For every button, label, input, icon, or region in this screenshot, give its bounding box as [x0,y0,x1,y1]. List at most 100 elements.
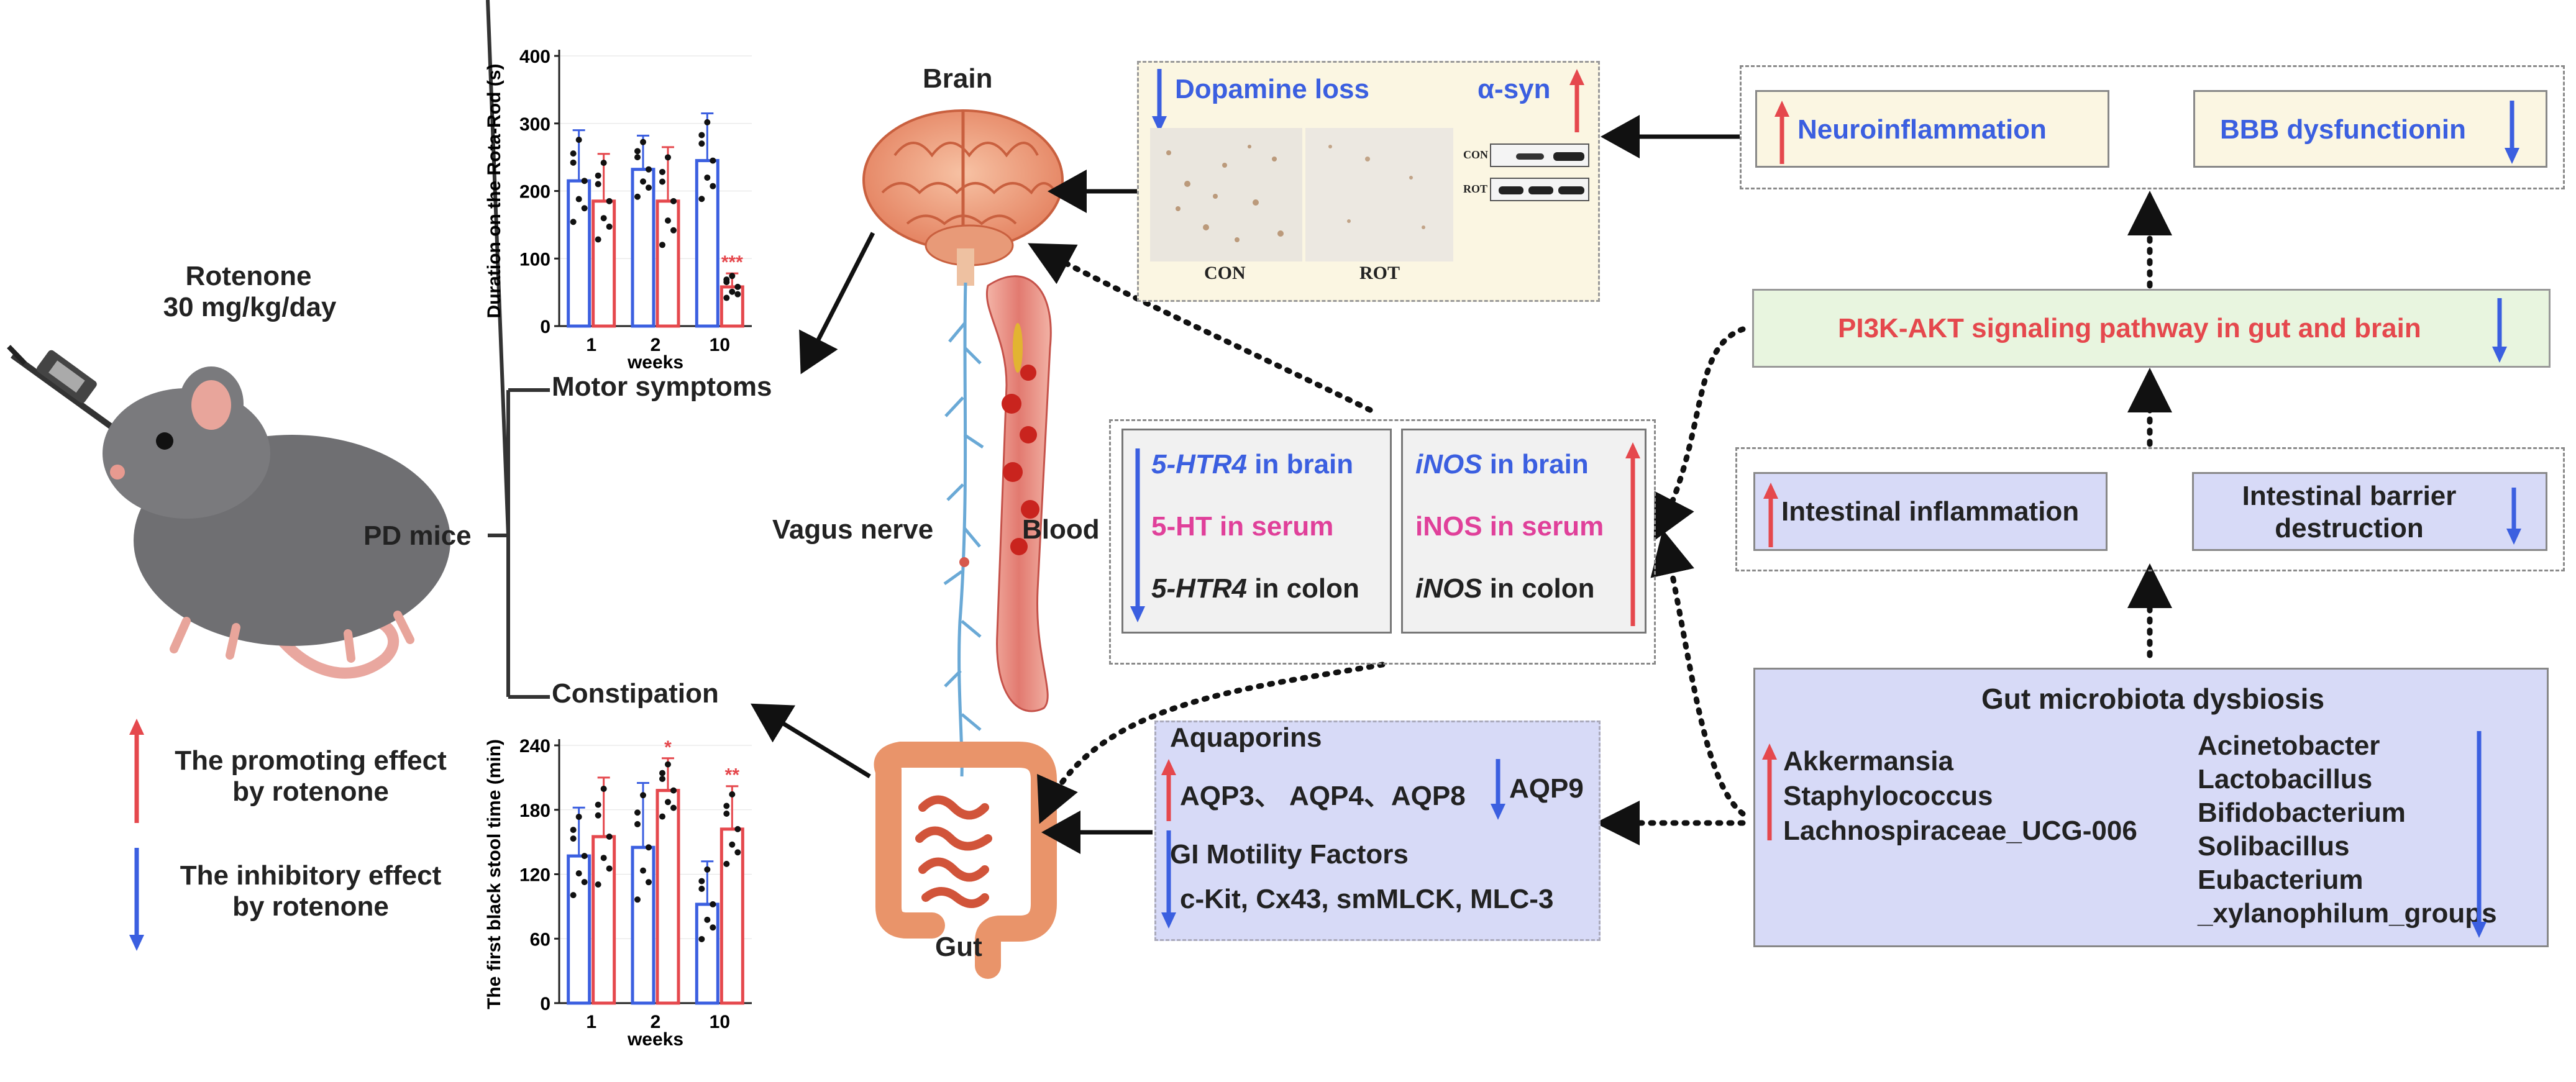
data-point [698,132,705,139]
data-point [698,878,705,884]
data-point [698,140,705,147]
solid-arrows [751,115,1740,854]
data-point [640,792,646,799]
data-point [634,148,641,155]
decreased-taxon: Lactobacillus [2198,764,2373,794]
microbiota-up-arrow [1762,743,1777,840]
con-image-label: CON [1204,263,1246,283]
data-point [659,168,665,175]
serotonin-right-row: iNOS in colon [1415,573,1594,604]
motility-down-arrow [1161,830,1176,929]
data-point [729,273,736,280]
pi3k-akt-label: PI3K-AKT signaling pathway in gut and br… [1838,313,2421,343]
bar [591,835,616,1005]
data-point [570,150,577,157]
data-point [698,935,705,942]
y-tick-label: 240 [519,736,550,757]
neuroinflammation-box: Neuroinflammation [1755,90,2109,168]
data-point [646,184,652,191]
serotonin-left-location: 5-HT in serum [1151,511,1334,542]
data-point [606,865,613,872]
inos-up-arrow [1625,442,1640,626]
data-point [600,785,607,792]
blood-label: Blood [1022,514,1100,545]
serotonin-left-gene: 5-HTR4 [1151,449,1248,480]
data-point [710,924,716,931]
histology-image-con [1150,128,1302,261]
alpha-syn-up-arrow [1569,69,1584,132]
data-point [595,812,601,819]
data-point [665,761,671,768]
data-point [723,860,730,867]
data-point [600,215,607,222]
motility-items: c-Kit, Cx43, smMLCK, MLC-3 [1180,884,1554,914]
data-point [729,791,736,798]
data-point [659,178,665,185]
data-point [581,178,588,184]
bar [591,199,616,328]
data-point [723,802,730,809]
data-point [600,160,607,166]
syringe-icon [7,345,126,439]
gut-factors-panel: Aquaporins AQP3、 AQP4、AQP8 AQP9 GI Motil… [1154,721,1601,941]
serotonin-left-location: in brain [1247,449,1354,480]
significance-marker: *** [721,252,743,273]
blot-rot-label: ROT [1463,183,1488,195]
brain-illustration [862,109,1064,286]
bar [719,827,744,1005]
increased-taxon: Staphylococcus [1783,781,1993,811]
serotonin-right-location: in colon [1482,573,1595,604]
alpha-syn-label: α-syn [1478,74,1551,104]
data-point [640,139,646,145]
dopamine-loss-label: Dopamine loss [1175,74,1369,104]
serotonin-left-row: 5-HT in serum [1151,511,1333,542]
serotonin-left-gene: 5-HTR4 [1151,573,1248,604]
decreased-taxon: Eubacterium [2198,865,2364,895]
y-tick-label: 100 [519,249,550,270]
increased-taxon: Akkermansia [1783,746,1953,776]
serotonin-left-location: in colon [1247,573,1359,604]
x-axis-label: weeks [627,1029,683,1050]
vagus-nerve-label: Vagus nerve [772,514,934,545]
data-point [606,833,613,840]
data-point [670,227,677,234]
data-point [734,291,741,298]
data-point [570,892,577,899]
neuroinflammation-up-arrow [1774,101,1789,164]
mouse-illustration [103,366,450,679]
increased-taxon: Lachnospiraceae_UCG-006 [1783,816,2137,846]
data-point [723,276,730,283]
aquaporins-title: Aquaporins [1170,722,1322,753]
intestinal-inflammation-label: Intestinal inflammation [1781,496,2080,527]
y-tick-label: 200 [519,182,550,202]
data-point [710,901,716,907]
data-point [659,813,665,820]
decreased-taxon: _xylanophilum_groups [2198,898,2497,929]
data-point [570,827,577,834]
pi3k-down-arrow [2492,298,2507,363]
data-point [595,172,601,179]
y-axis-label: Duration on the Rota-Rod (s) [484,64,505,319]
intestinal-group [1735,447,2565,571]
vagus-nerve-illustration [943,282,984,777]
motor-symptoms-label: Motor symptoms [552,371,772,402]
data-point [704,119,711,125]
data-point [570,159,577,166]
neuroinflammation-label: Neuroinflammation [1797,114,2047,145]
y-tick-label: 180 [519,801,550,821]
pd-mice-connector [486,0,550,699]
data-point [575,870,582,877]
data-point [634,896,641,903]
data-point [595,236,601,243]
pi3k-akt-box: PI3K-AKT signaling pathway in gut and br… [1752,289,2551,368]
aquaporins-up-arrow [1161,759,1176,821]
bbb-box: BBB dysfunctionin [2193,90,2547,168]
data-point [670,198,677,204]
data-point [634,809,641,816]
data-point [698,196,705,202]
